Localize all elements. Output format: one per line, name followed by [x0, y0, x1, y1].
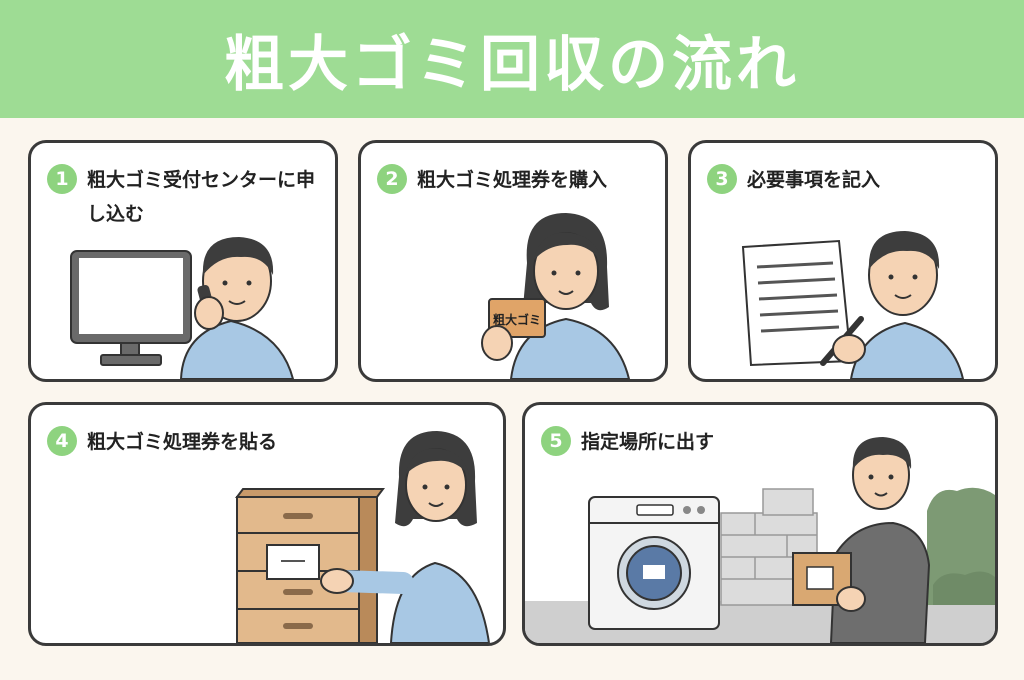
woman-sticking-ticket-illustration [235, 431, 491, 643]
step-title: 必要事項を記入 [747, 169, 881, 191]
step-panel-4: 4 粗大ゴミ処理券を貼る [28, 402, 506, 646]
step-header: 4 粗大ゴミ処理券を貼る [47, 425, 277, 459]
monitor-icon [70, 250, 192, 366]
step-number-badge: 2 [377, 164, 407, 194]
woman-holding-ticket-illustration: 粗大ゴミ [481, 213, 631, 379]
woman-figure [320, 431, 491, 643]
step-header: 1 粗大ゴミ受付センターに申し込む [47, 163, 327, 231]
step-panel-1: 1 粗大ゴミ受付センターに申し込む [28, 140, 338, 382]
man-carrying-box-illustration [525, 437, 995, 643]
header-banner: 粗大ゴミ回収の流れ [0, 0, 1024, 118]
man-on-phone-illustration [70, 237, 295, 379]
ticket-icon: 粗大ゴミ [481, 298, 546, 361]
document-icon [741, 239, 853, 367]
man-writing-illustration [741, 231, 965, 379]
step-number-badge: 3 [707, 164, 737, 194]
step-title: 粗大ゴミ受付センターに申し込む [87, 169, 316, 225]
step-panel-2: 2 粗大ゴミ処理券を購入 粗大ゴミ [358, 140, 668, 382]
man-figure [820, 231, 965, 379]
woman-figure [509, 213, 631, 379]
step-title: 指定場所に出す [581, 431, 715, 453]
step-title: 粗大ゴミ処理券を購入 [417, 169, 608, 191]
step-title: 粗大ゴミ処理券を貼る [87, 431, 278, 453]
step-header: 5 指定場所に出す [541, 425, 714, 459]
step-header: 2 粗大ゴミ処理券を購入 [377, 163, 607, 197]
man-figure [792, 437, 931, 643]
page-title: 粗大ゴミ回収の流れ [224, 29, 800, 100]
man-figure [179, 237, 295, 379]
step-number-badge: 1 [47, 164, 77, 194]
ticket-label: 粗大ゴミ [493, 312, 541, 327]
step-panel-5: 5 指定場所に出す [522, 402, 998, 646]
step-panel-3: 3 必要事項を記入 [688, 140, 998, 382]
ticket-icon [266, 544, 320, 580]
step-header: 3 必要事項を記入 [707, 163, 880, 197]
step-number-badge: 4 [47, 426, 77, 456]
drawer-cabinet-icon [235, 488, 385, 643]
washing-machine-icon [588, 496, 720, 630]
step-number-badge: 5 [541, 426, 571, 456]
